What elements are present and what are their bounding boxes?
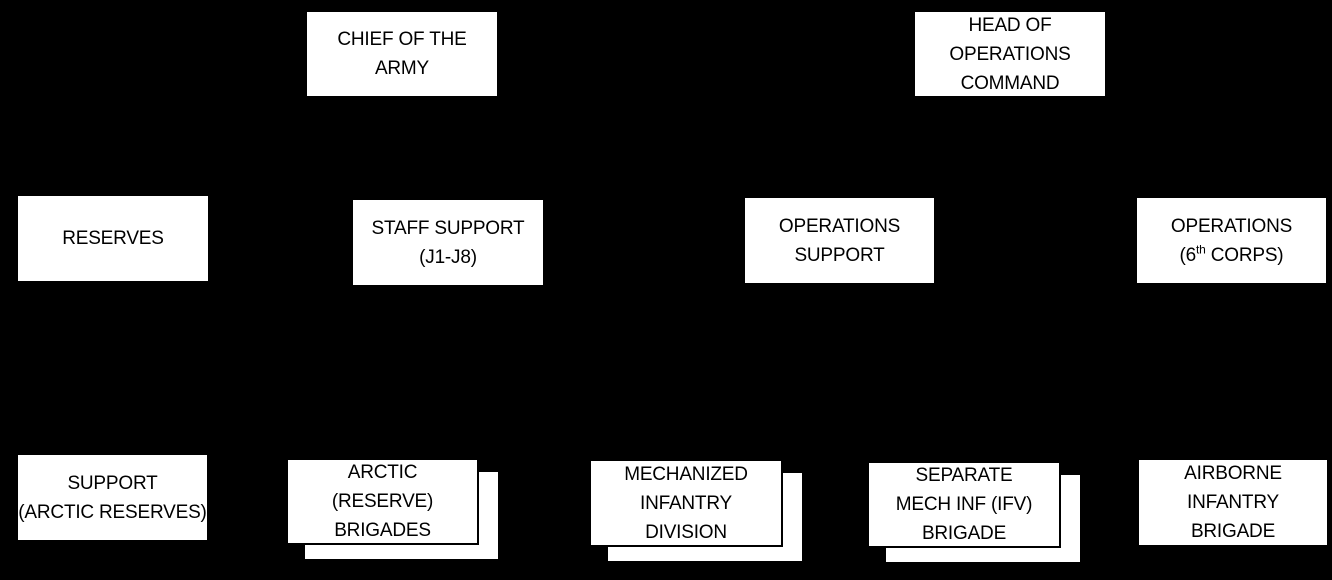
org-box-mechanized-infantry-division: MECHANIZED INFANTRY DIVISION — [589, 459, 802, 561]
label-part-post: CORPS) — [1205, 244, 1284, 266]
org-box-face: RESERVES — [16, 194, 210, 283]
org-box-label-line: ARMY — [374, 58, 430, 79]
org-box-arctic-reserve-brigades: ARCTIC (RESERVE) BRIGADES — [286, 458, 498, 559]
org-box-face: HEAD OF OPERATIONS COMMAND — [913, 10, 1107, 98]
org-box-label-line: (J1-J8) — [419, 246, 477, 268]
org-box-label-line: SUPPORT — [67, 472, 158, 494]
org-box-label-line: MECHANIZED — [624, 463, 748, 485]
label-part-pre: (6 — [1179, 244, 1197, 266]
org-box-label-line: MECH INF (IFV) — [895, 494, 1033, 515]
org-box-label-line: HEAD OF — [968, 14, 1052, 36]
label-part-superscript: th — [1196, 242, 1206, 257]
org-box-staff-support-j1-j8: STAFF SUPPORT (J1-J8) — [351, 198, 545, 287]
org-box-label-line: BRIGADE — [921, 523, 1007, 544]
org-box-support-arctic-reserves: SUPPORT (ARCTIC RESERVES) — [16, 453, 209, 542]
org-box-face: CHIEF OF THE ARMY — [305, 10, 499, 98]
org-box-label-line: OPERATIONS — [778, 215, 901, 237]
org-box-head-of-operations-command: HEAD OF OPERATIONS COMMAND — [913, 10, 1107, 98]
org-box-label-line: (RESERVE) — [331, 491, 434, 512]
org-box-label-line: ARCTIC — [347, 462, 418, 483]
org-box-face: SUPPORT (ARCTIC RESERVES) — [16, 453, 209, 542]
org-box-label-line: BRIGADE — [1190, 521, 1276, 542]
org-box-label-line: INFANTRY — [639, 492, 732, 514]
org-box-face: ARCTIC (RESERVE) BRIGADES — [286, 458, 479, 545]
org-box-face: OPERATIONS SUPPORT — [743, 196, 936, 285]
org-box-label-line: SUPPORT — [794, 244, 885, 266]
org-box-label-line: (ARCTIC RESERVES) — [18, 501, 207, 523]
org-box-label-line: OPERATIONS — [949, 43, 1071, 65]
org-box-operations-6th-corps: OPERATIONS (6th CORPS) — [1135, 196, 1328, 285]
org-box-label-line: STAFF SUPPORT — [371, 217, 525, 239]
org-box-operations-support: OPERATIONS SUPPORT — [743, 196, 936, 285]
org-box-separate-mech-inf-ifv-brigade: SEPARATE MECH INF (IFV) BRIGADE — [867, 461, 1080, 562]
org-box-face: OPERATIONS (6th CORPS) — [1135, 196, 1328, 285]
org-box-label-line: BRIGADES — [334, 520, 431, 541]
org-box-label-line: AIRBORNE — [1184, 463, 1282, 484]
org-box-face: AIRBORNE INFANTRY BRIGADE — [1137, 458, 1329, 547]
org-box-label-line-superscripted: (6th CORPS) — [1180, 241, 1284, 270]
org-box-label-line: OPERATIONS — [1170, 215, 1293, 237]
org-box-label-line: DIVISION — [645, 521, 727, 543]
org-box-label-line: SEPARATE — [915, 465, 1013, 486]
org-box-chief-of-the-army: CHIEF OF THE ARMY — [305, 10, 499, 98]
org-box-label-line: COMMAND — [960, 72, 1060, 94]
org-box-face: MECHANIZED INFANTRY DIVISION — [589, 459, 783, 547]
org-box-label-line: CHIEF OF THE — [337, 29, 467, 50]
org-box-label-line: RESERVES — [62, 228, 164, 249]
org-box-label-line: INFANTRY — [1186, 492, 1279, 513]
org-box-face: STAFF SUPPORT (J1-J8) — [351, 198, 545, 287]
org-box-face: SEPARATE MECH INF (IFV) BRIGADE — [867, 461, 1061, 548]
org-box-reserves: RESERVES — [16, 194, 210, 283]
org-box-airborne-infantry-brigade: AIRBORNE INFANTRY BRIGADE — [1137, 458, 1329, 547]
